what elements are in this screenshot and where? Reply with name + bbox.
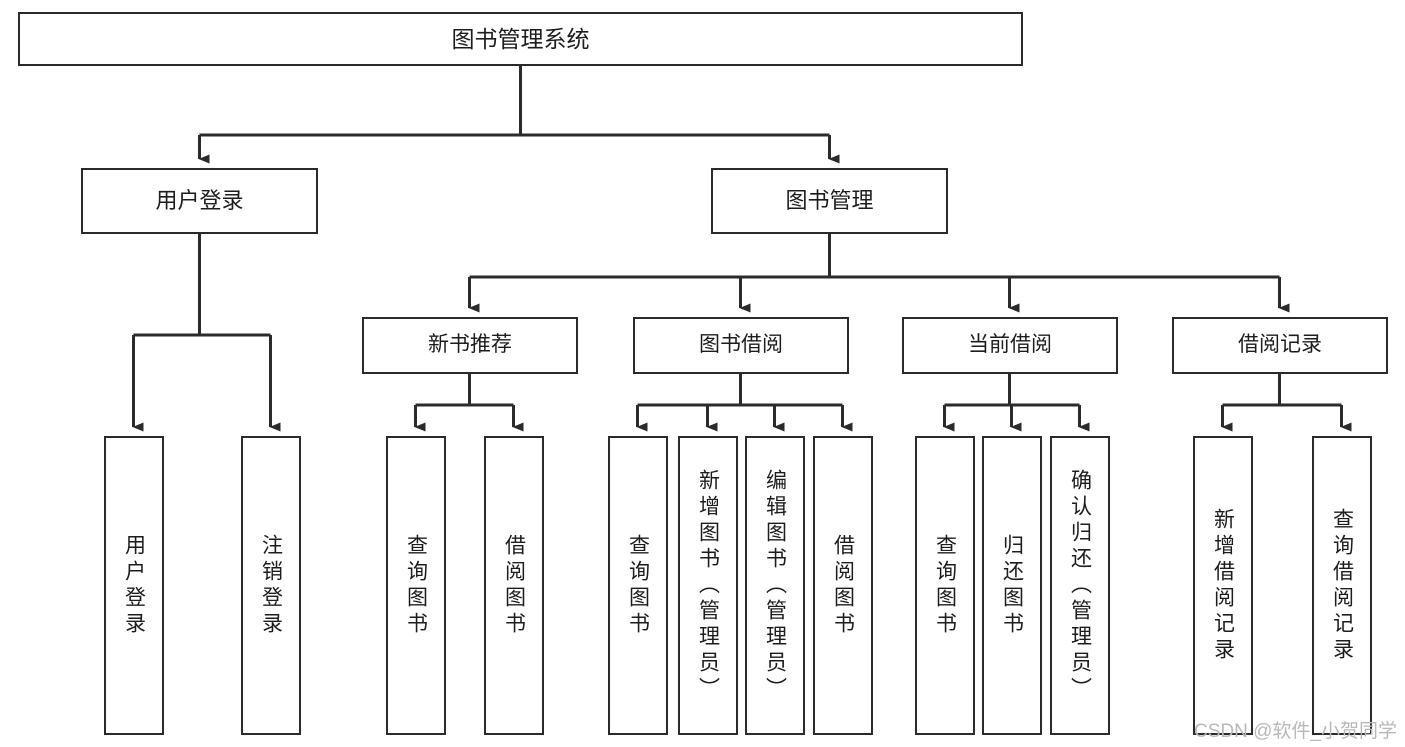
leaf-edit-book-admin[interactable]: 编辑图书（管理员） xyxy=(745,436,805,735)
node-user-login[interactable]: 用户登录 xyxy=(81,168,318,234)
leaf-query-borrow-record[interactable]: 查询借阅记录 xyxy=(1312,436,1372,735)
node-new-book-recommend[interactable]: 新书推荐 xyxy=(362,317,578,374)
leaf-add-book-admin[interactable]: 新增图书（管理员） xyxy=(678,436,738,735)
node-borrow-record-label: 借阅记录 xyxy=(1238,333,1322,357)
node-book-borrow-label: 图书借阅 xyxy=(699,333,783,357)
leaf-query-book-borrow[interactable]: 查询图书 xyxy=(608,436,668,735)
leaf-add-borrow-record-label: 新增借阅记录 xyxy=(1211,507,1235,664)
leaf-add-book-admin-label: 新增图书（管理员） xyxy=(696,468,720,703)
leaf-borrow-book[interactable]: 借阅图书 xyxy=(813,436,873,735)
leaf-borrow-book-newbook[interactable]: 借阅图书 xyxy=(484,436,544,735)
leaf-add-borrow-record[interactable]: 新增借阅记录 xyxy=(1193,436,1253,735)
leaf-logout-label: 注销登录 xyxy=(259,533,283,638)
node-root[interactable]: 图书管理系统 xyxy=(18,12,1023,66)
leaf-borrow-book-newbook-label: 借阅图书 xyxy=(502,533,526,638)
node-current-borrow-label: 当前借阅 xyxy=(968,333,1052,357)
node-current-borrow[interactable]: 当前借阅 xyxy=(902,317,1118,374)
node-book-management[interactable]: 图书管理 xyxy=(711,168,948,234)
leaf-confirm-return-admin-label: 确认归还（管理员） xyxy=(1068,468,1092,703)
leaf-borrow-book-label: 借阅图书 xyxy=(831,533,855,638)
node-book-management-label: 图书管理 xyxy=(785,188,874,214)
leaf-query-book-current[interactable]: 查询图书 xyxy=(915,436,975,735)
node-new-book-recommend-label: 新书推荐 xyxy=(428,333,512,357)
node-user-login-label: 用户登录 xyxy=(155,188,244,214)
leaf-query-book-current-label: 查询图书 xyxy=(933,533,957,638)
leaf-query-book-newbook[interactable]: 查询图书 xyxy=(386,436,446,735)
leaf-return-book[interactable]: 归还图书 xyxy=(982,436,1042,735)
leaf-edit-book-admin-label: 编辑图书（管理员） xyxy=(763,468,787,703)
node-borrow-record[interactable]: 借阅记录 xyxy=(1172,317,1388,374)
leaf-query-book-newbook-label: 查询图书 xyxy=(404,533,428,638)
leaf-logout[interactable]: 注销登录 xyxy=(241,436,301,735)
node-book-borrow[interactable]: 图书借阅 xyxy=(633,317,849,374)
leaf-query-book-borrow-label: 查询图书 xyxy=(626,533,650,638)
leaf-query-borrow-record-label: 查询借阅记录 xyxy=(1330,507,1354,664)
node-root-label: 图书管理系统 xyxy=(451,25,590,52)
leaf-return-book-label: 归还图书 xyxy=(1000,533,1024,638)
leaf-user-login[interactable]: 用户登录 xyxy=(104,436,164,735)
leaf-confirm-return-admin[interactable]: 确认归还（管理员） xyxy=(1050,436,1110,735)
leaf-user-login-label: 用户登录 xyxy=(122,533,146,638)
